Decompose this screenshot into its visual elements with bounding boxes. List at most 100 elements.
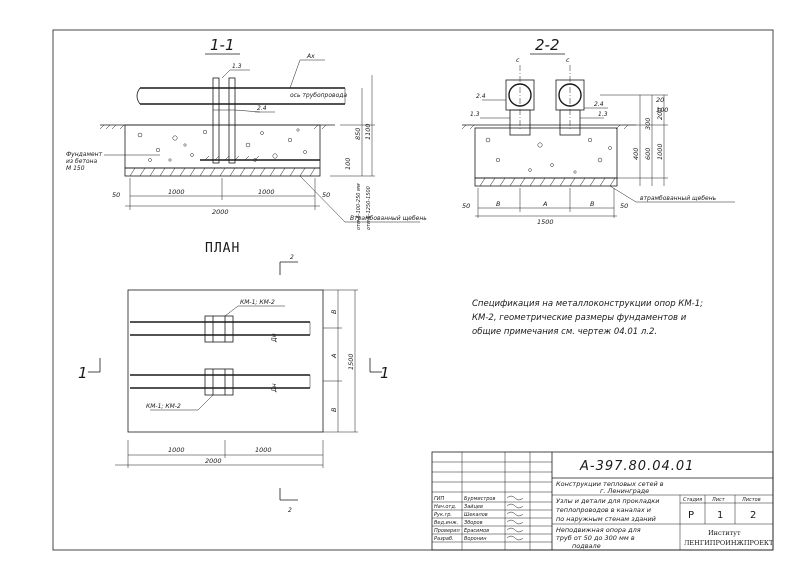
sheet-line-3: подвале [572,542,601,550]
label-2-4: 2.4 [257,105,267,112]
label-dn-1: Дн [271,333,278,343]
name-0: Бурмистров [464,496,495,502]
hdr-stage: Стадия [683,497,702,503]
project-line-2: г. Ленинграде [600,487,649,495]
role-3: Вед.инж. [434,520,458,526]
gravel-layer-2-2 [474,177,618,187]
dim-400: 400 [632,148,640,160]
dim-b-2: В [590,200,595,208]
role-0: ГИП [434,496,445,502]
plan-dim-1000-a: 1000 [168,446,185,454]
dim-a-1: А [542,200,547,208]
spec-note: Спецификация на металлоконструкции опор … [472,299,703,337]
name-2: Шекалов [464,512,488,518]
label-foundation-2: из бетона [66,158,97,165]
dim-100: 100 [344,158,352,170]
label-gravel-2-2: втрамбованный щебень [640,195,717,202]
hdr-sheets: Листов [741,497,761,503]
sheets-value: 2 [750,510,756,521]
label-foundation-1: Фундамент [66,151,103,158]
section-mark-2-top: 2 [290,254,294,261]
label-2-4-b: 2.4 [476,93,486,100]
plan-title: ПЛАН [205,241,240,256]
dim-50-b: 50 [322,191,330,199]
spec-line-3: общие примечания см. чертеж 04.01 л.2. [472,327,657,337]
gravel-layer-1-1 [124,167,321,177]
dim-c-1: с [516,56,520,64]
pipe-section-1 [508,83,532,107]
dim-1500: 1500 [537,218,554,226]
dim-1000-a: 1000 [168,188,185,196]
dim-50-c: 50 [462,202,470,210]
role-1: Нач.отд. [434,504,456,510]
section-1-1-title: 1-1 [210,36,235,54]
concrete-foundation-2-2 [474,127,618,179]
dim-c-2: с [566,56,570,64]
label-2-4-c: 2.4 [594,101,604,108]
plan-dim-b-1: В [330,309,338,314]
sheet-line-2: труб от 50 до 300 мм в [556,534,635,542]
dim-200: 200 [656,108,664,120]
dim-850: 850 [354,128,362,140]
drawing-code: А-397.80.04.01 [579,459,694,474]
label-km-bottom: КМ-1; КМ-2 [146,403,181,410]
name-3: Зборов [464,520,483,526]
dim-50-d: 50 [620,202,628,210]
pipe-section-2 [558,83,582,107]
dim-elev-1: отм.Б-100-250 мм [356,183,362,230]
label-1-3-c: 1.3 [598,111,608,118]
plan-view: ПЛАН 2 2 1 1 КМ-1; КМ-2 [78,241,390,514]
dim-100-b: 100 [656,106,668,114]
dim-600: 600 [644,148,652,160]
name-5: Воронин [464,536,487,542]
section-2-2: 2-2 с с 2.4 1.3 1.3 2.4 [461,36,735,226]
institute-line-1: Институт [708,529,741,537]
role-5: Разраб. [434,536,454,542]
section-mark-1-right: 1 [380,364,390,382]
dim-b-1: В [496,200,501,208]
sheet-line-1: Неподвижная опора для [556,526,641,534]
dim-300: 300 [644,118,652,130]
label-1-3-b: 1.3 [470,111,480,118]
plan-dim-1000-b: 1000 [255,446,272,454]
support-km-bottom [204,368,234,396]
role-4: Проверил [434,528,460,534]
dim-50-a: 50 [112,191,120,199]
plan-dim-1500: 1500 [347,353,355,370]
dim-2000: 2000 [212,208,229,216]
dim-20: 20 [656,96,664,104]
signature-rows: ГИП Нач.отд. Рук.гр. Вед.инж. Проверил Р… [434,495,524,542]
name-4: Ерасимов [464,528,489,534]
label-1-3: 1.3 [232,63,242,70]
label-pipe-axis: ось трубопровода [290,92,347,99]
project-line-1: Конструкции тепловых сетей в [556,480,664,488]
support-km-top [204,315,234,343]
desc-line-1: Узлы и детали для прокладки [556,497,659,505]
label-foundation-3: М 150 [66,165,85,172]
dim-1000-b: 1000 [258,188,275,196]
desc-line-2: теплопроводов в каналах и [556,506,651,514]
stage-value: Р [688,510,694,521]
label-dn-2: Дн [271,383,278,393]
label-ax: Ах [306,53,315,60]
institute-line-2: ЛЕНГИПРОИНЖПРОЕКТ [684,539,774,547]
sheet-value: 1 [717,510,723,521]
dim-1000-c: 1000 [656,143,664,160]
title-block: А-397.80.04.01 Конструкции тепловых сете… [431,451,774,551]
desc-line-3: по наружным стенам зданий [556,515,656,523]
label-km-top: КМ-1; КМ-2 [240,299,275,306]
name-1: Зайцев [464,504,483,510]
dim-elev-2: отм.Б-1250-1500 [366,186,372,230]
section-2-2-title: 2-2 [535,36,560,54]
label-gravel-1-1: Втрамбованный щебень [350,215,427,222]
section-1-1: 1-1 1.3 Ах ось трубопровода 2.4 [66,36,427,230]
plan-dim-b-2: В [330,407,338,412]
plan-foundation [127,289,324,433]
dim-1100: 1100 [364,123,372,140]
hdr-sheet: Лист [711,497,726,503]
role-2: Рук.гр. [434,512,452,518]
spec-line-1: Спецификация на металлоконструкции опор … [472,299,703,309]
plan-dim-a: А [330,354,338,359]
section-mark-1-left: 1 [78,364,88,382]
